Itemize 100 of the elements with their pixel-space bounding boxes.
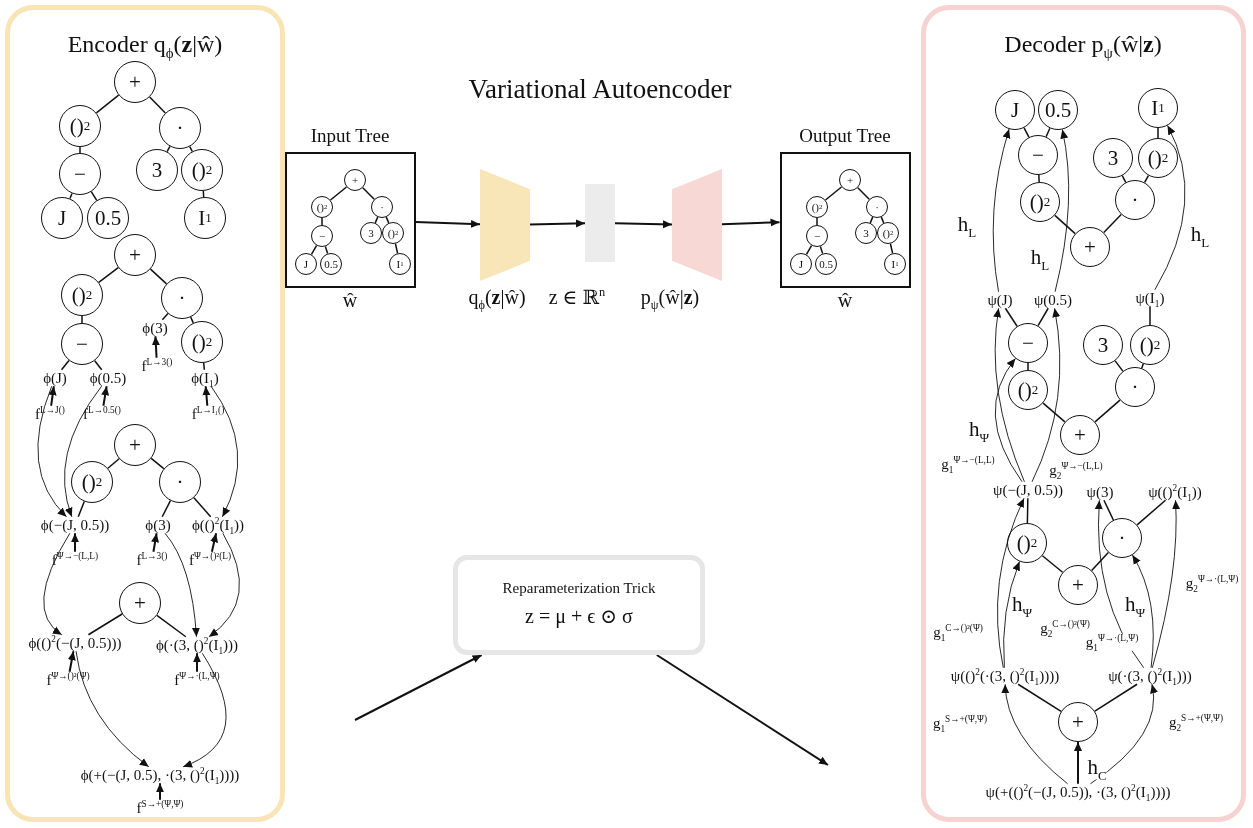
arrow bbox=[151, 532, 159, 553]
tree-branch-line bbox=[202, 190, 205, 198]
tree-branch-line bbox=[60, 359, 70, 371]
formula-label: f$^{Ψ→()²(Ψ)}$ bbox=[46, 671, 90, 689]
tree-branch-line bbox=[1114, 360, 1124, 372]
tree-branch-line bbox=[1143, 174, 1150, 184]
arrow bbox=[151, 335, 160, 359]
formula-label: ϕ(+(−(J, 0.5), ·(3, ()$^{2}$(I$_{1}$)))) bbox=[80, 766, 240, 784]
tree-branch-line bbox=[1042, 402, 1066, 423]
arrow bbox=[1074, 741, 1082, 785]
tree-branch-line bbox=[889, 243, 894, 254]
tree-branch-line bbox=[1004, 307, 1018, 327]
tree-branch-line bbox=[161, 312, 169, 321]
tree-branch-line bbox=[824, 186, 843, 201]
tree-branch-line bbox=[362, 187, 375, 200]
tree-branch-line bbox=[1094, 399, 1121, 423]
formula-label: f$^{L→0.5()}$ bbox=[83, 405, 121, 423]
tree-branch-line bbox=[1026, 497, 1029, 524]
arrow bbox=[101, 385, 110, 407]
tree-branch-line bbox=[161, 499, 172, 518]
arrow bbox=[202, 385, 211, 407]
tree-branch-line bbox=[95, 94, 120, 114]
tree-branch-line bbox=[107, 457, 120, 470]
formula-label: f$^{Ψ→·(L,Ψ)}$ bbox=[174, 671, 220, 689]
tree-branch-line bbox=[1121, 174, 1127, 184]
tree-branch-line bbox=[324, 245, 329, 255]
tree-branch-line bbox=[77, 500, 86, 518]
formula-label: ψ(()$^{2}$(·(3, ()$^{2}$(I$_{1}$)))) bbox=[950, 667, 1060, 685]
box-title: Reparameterization Trick bbox=[502, 579, 656, 597]
arrow bbox=[721, 218, 781, 227]
formula-label: f$^{Ψ→−(L,L)}$ bbox=[51, 551, 99, 569]
tree-branch-line bbox=[1103, 499, 1115, 521]
formula-label: ϕ(−(J, 0.5)) bbox=[40, 516, 110, 534]
arrow bbox=[210, 532, 218, 553]
arrow bbox=[655, 654, 829, 766]
formula-label: ψ(()$^{2}$(I$_{1}$)) bbox=[1148, 483, 1202, 501]
tree-branch-line bbox=[869, 216, 874, 224]
tree-branch-line bbox=[374, 216, 379, 224]
formula-label: ψ(−(J, 0.5)) bbox=[993, 481, 1063, 499]
formula-label: ϕ(3) bbox=[145, 516, 171, 534]
diagram-title: Variational Autoencoder bbox=[468, 75, 732, 105]
tree-branch-line bbox=[857, 187, 870, 200]
formula-caption: ŵ bbox=[837, 289, 853, 311]
arrow bbox=[71, 532, 79, 553]
formula: z = μ + ϵ ⊙ σ bbox=[525, 605, 633, 627]
tree-branch-line bbox=[193, 497, 212, 518]
tree-branch-line bbox=[149, 268, 168, 285]
arrow bbox=[414, 219, 481, 228]
tree-branch-line bbox=[819, 245, 824, 255]
formula-label: f$^{S→+(Ψ,Ψ)}$ bbox=[136, 799, 184, 817]
formula-label: ψ(0.5) bbox=[1033, 291, 1073, 309]
tree-branch-line bbox=[1094, 683, 1138, 712]
tree-branch-line bbox=[1038, 174, 1040, 183]
tree-branch-line bbox=[1090, 551, 1110, 572]
tree-branch-line bbox=[79, 146, 81, 154]
arrow bbox=[48, 385, 57, 407]
formula-label: ϕ(()$^{2}$(I$_{1}$)) bbox=[191, 516, 245, 534]
tree-branch-line bbox=[805, 244, 813, 256]
formula-label: f$^{L→3()}$ bbox=[136, 551, 168, 569]
formula-label: f$^{Ψ→()²(L)}$ bbox=[189, 551, 231, 569]
tree-branch-line bbox=[81, 315, 83, 324]
tree-branch-line bbox=[1103, 213, 1122, 234]
formula-label: ψ(3) bbox=[1086, 483, 1114, 501]
tree-branch-line bbox=[321, 217, 323, 226]
arrow bbox=[193, 652, 201, 673]
arrow bbox=[614, 220, 673, 229]
tree-branch-line bbox=[1149, 305, 1151, 326]
tree-branch-line bbox=[1041, 554, 1064, 574]
latent-vector-bar bbox=[585, 184, 615, 262]
formula-label: ϕ(I$_{1}$) bbox=[191, 369, 219, 387]
tree-branch-line bbox=[150, 457, 165, 470]
tree-branch-line bbox=[87, 613, 123, 636]
formula-label: ϕ(()$^{2}$(−(J, 0.5))) bbox=[28, 634, 122, 652]
tree-branch-line bbox=[156, 614, 187, 638]
tree-branch-line bbox=[1037, 307, 1049, 327]
arrow bbox=[354, 654, 483, 721]
tree-branch-line bbox=[166, 145, 171, 153]
tree-branch-line bbox=[310, 244, 318, 256]
tree-branch-line bbox=[1054, 214, 1076, 235]
formula-caption: ŵ bbox=[342, 289, 358, 311]
arrow bbox=[529, 219, 586, 228]
formula-label: ψ(+(()$^{2}$(−(J, 0.5)), ·(3, ()$^{2}$(I$_{1}$)))) bbox=[985, 783, 1171, 801]
tree-branch-line bbox=[98, 266, 119, 284]
tree-branch-line bbox=[394, 243, 399, 254]
tree-branch-line bbox=[385, 216, 390, 224]
tree-branch-line bbox=[1136, 499, 1167, 526]
formula-label: f$^{L→I₁()}$ bbox=[191, 405, 225, 423]
formula-label: ψ(J) bbox=[987, 291, 1013, 309]
tree-branch-line bbox=[189, 316, 195, 324]
tree-branch-line bbox=[1027, 362, 1029, 371]
formula-label: ϕ(·(3, ()$^{2}$(I$_{1}$))) bbox=[155, 636, 239, 654]
tree-branch-line bbox=[1023, 127, 1030, 138]
formula-caption: z ∈ ℝ$^{n}$ bbox=[548, 286, 606, 308]
tree-branch-line bbox=[1157, 127, 1159, 139]
frame-heading: Input Tree bbox=[310, 125, 390, 147]
arrow bbox=[67, 650, 76, 673]
tree-branch-line bbox=[1045, 127, 1051, 138]
tree-branch-line bbox=[1017, 683, 1062, 713]
formula-label: ϕ(0.5) bbox=[89, 369, 127, 387]
formula-label: f$^{L→3()}$ bbox=[141, 357, 173, 375]
